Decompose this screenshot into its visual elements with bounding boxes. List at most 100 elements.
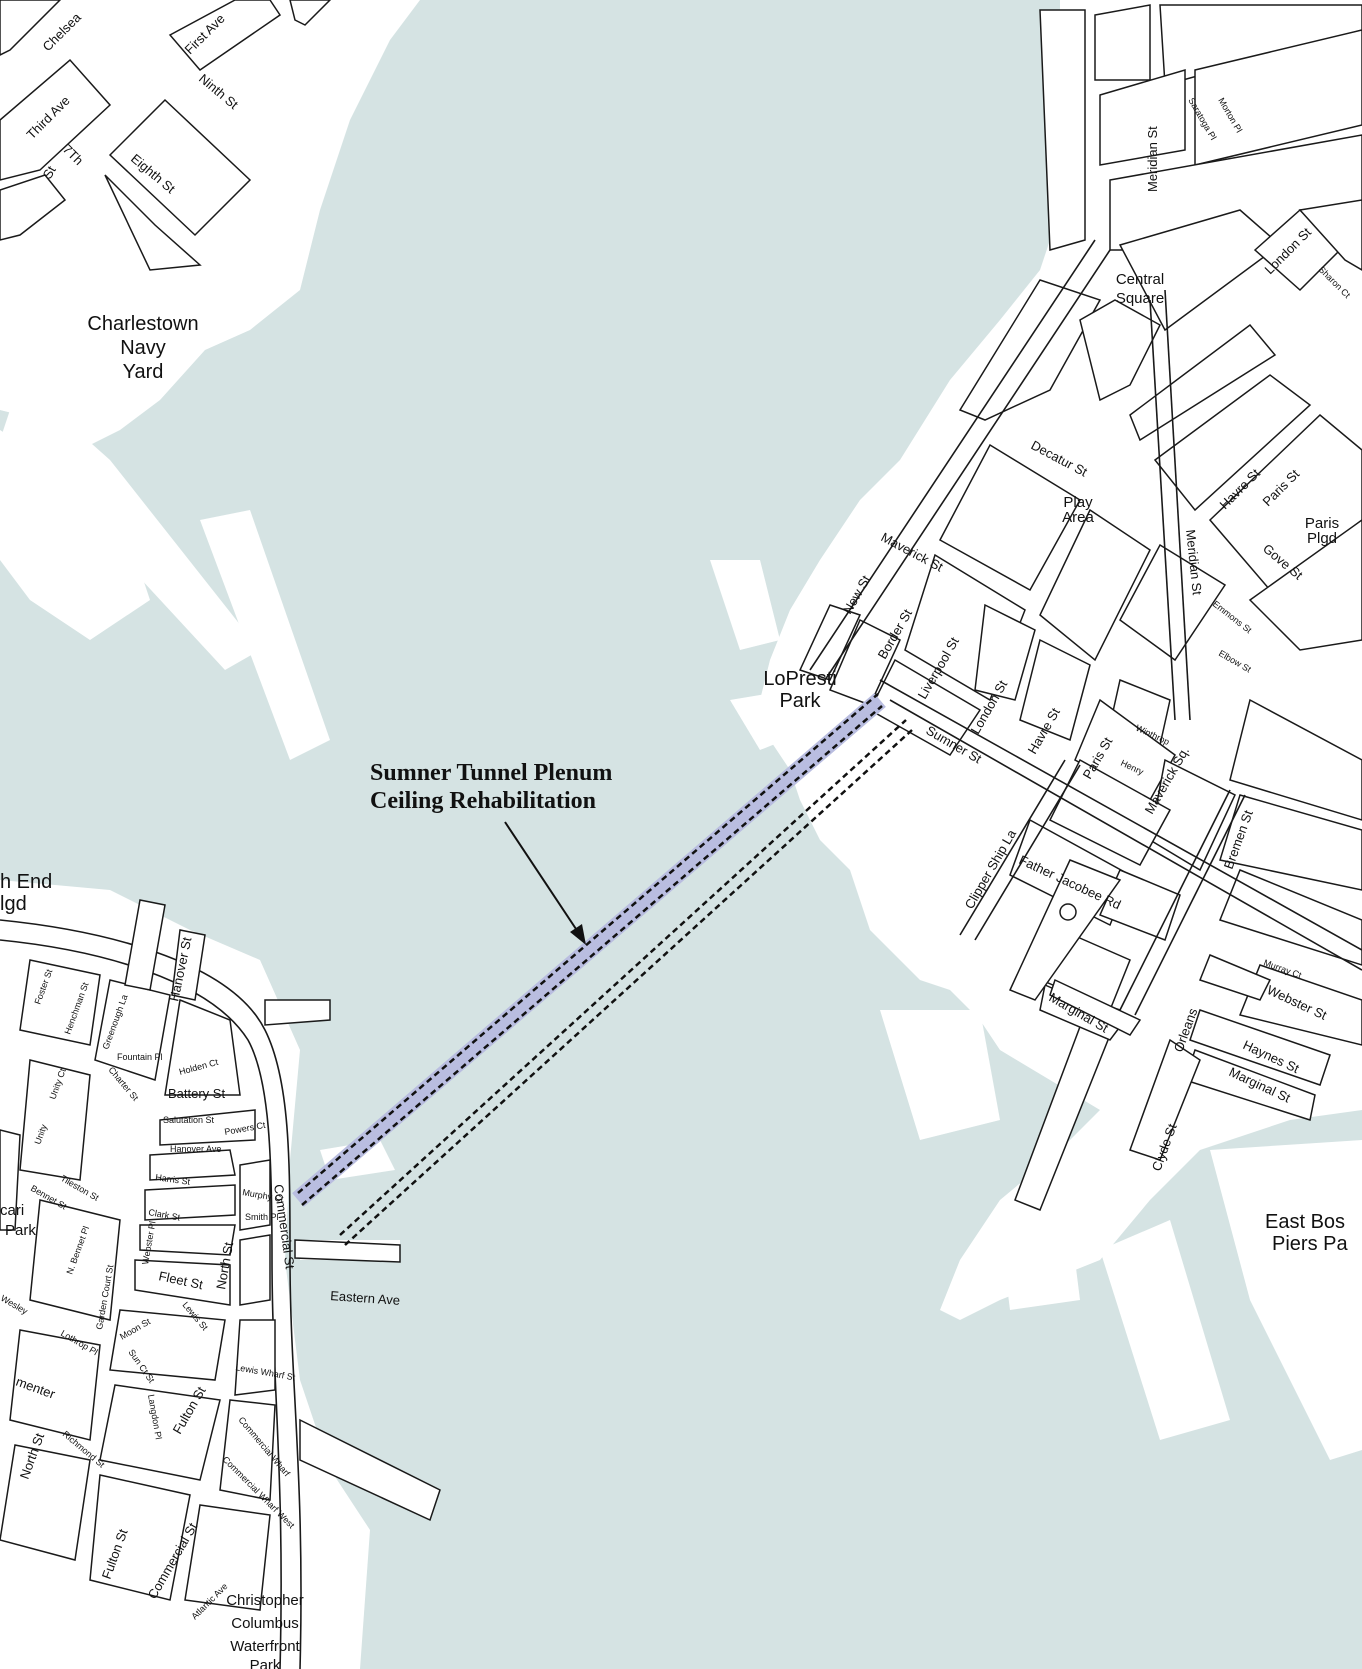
eb-block-37: [1199, 954, 1272, 1001]
ne-block-08: [134, 1259, 231, 1306]
ne-block-03: [164, 998, 241, 1096]
charlestown-pier-1: [0, 430, 150, 640]
charlestown-label-2: Navy: [120, 337, 166, 359]
callout-line-1: Sumner Tunnel Plenum: [370, 760, 612, 786]
sumner-st-line: [889, 699, 1362, 971]
ne-block-05: [149, 1149, 236, 1181]
lopresti-label-2: Park: [779, 690, 821, 712]
callahan-tunnel-dash-1: [339, 719, 907, 1236]
ne-block-24: [299, 1418, 441, 1522]
ne-block-18: [9, 1329, 101, 1441]
eb-block-20: [869, 658, 982, 756]
ne-block-19: [0, 1444, 91, 1561]
north-end-streets: [0, 899, 441, 1669]
east-boston-piers-label-1: East Bos: [1265, 1211, 1345, 1233]
ne-block-14: [0, 1129, 21, 1231]
eb-block-24: [1019, 638, 1091, 742]
eb-block-42: [1008, 859, 1122, 1001]
callout-arrow-head: [570, 924, 586, 945]
eb-block-03: [1099, 68, 1186, 166]
charlestown-block-2: [104, 174, 202, 271]
lopresti-label-1: LoPresti: [763, 668, 836, 690]
east-marginal-line: [1119, 789, 1231, 1011]
eb-block-30: [1048, 758, 1172, 866]
ne-block-10: [239, 1234, 271, 1306]
callout-arrow-shaft: [504, 821, 581, 936]
father-jacobee-cul-de-sac: [1059, 903, 1077, 921]
eb-block-06: [1039, 9, 1086, 251]
eb-block-09: [1298, 199, 1362, 271]
label-meridian-st-top: Meridian St: [1145, 126, 1160, 192]
columbus-park-label-1: Christopher: [226, 1592, 304, 1609]
eb-block-33: [1219, 869, 1362, 966]
ne-block-11: [109, 1309, 226, 1381]
new-st-line-2: [809, 239, 1096, 671]
charlestown-land: [0, 0, 420, 450]
sumner-tunnel: [292, 693, 913, 1246]
eb-block-18: [1039, 508, 1151, 662]
lopresti-jetty-1: [710, 560, 780, 650]
central-square-label-2: Square: [1116, 290, 1164, 307]
ne-block-15: [29, 1199, 121, 1321]
eb-block-13: [1153, 374, 1312, 512]
ne-block-26: [264, 999, 331, 1026]
callahan-tunnel-dash-2: [344, 729, 913, 1246]
central-square-label-1: Central: [1116, 271, 1164, 288]
place-labels: Charlestown Navy Yard LoPresti Park h En…: [0, 271, 1348, 1669]
ne-block-23: [171, 929, 206, 1001]
new-st-line: [824, 249, 1111, 681]
marginal-st-w-strip: [1049, 978, 1142, 1036]
commercial-st-curve: [0, 919, 302, 1669]
play-area-label-2: Area: [1062, 509, 1094, 526]
commercial-st-curve-2: [0, 939, 282, 1669]
ne-block-16: [99, 1384, 221, 1481]
play-area-label-1: Play: [1063, 494, 1093, 511]
eb-block-23: [974, 603, 1036, 701]
charlestown-label-1: Charlestown: [87, 313, 198, 335]
tunnel-dash-1: [297, 693, 879, 1194]
charlestown-block-7: [289, 0, 332, 26]
callout-line-2: Ceiling Rehabilitation: [370, 788, 596, 814]
label-fountain-pl: Fountain Pl: [117, 1052, 163, 1062]
columbus-park-label-2: Columbus: [231, 1615, 299, 1632]
ne-block-20: [89, 1474, 191, 1601]
ne-block-07: [139, 1224, 236, 1256]
charlestown-block-5: [168, 0, 282, 71]
eb-block-15: [1248, 519, 1362, 651]
paris-plgd-label-1: Paris: [1305, 515, 1339, 532]
east-marginal-line-2: [1134, 794, 1246, 1016]
tunnel-dash-2: [301, 705, 883, 1206]
charlestown-pier-2: [0, 380, 260, 670]
eb-block-34: [1238, 964, 1362, 1046]
label-battery-st: Battery St: [168, 1086, 225, 1101]
eb-block-10: [958, 279, 1102, 421]
label-eastern-ave: Eastern Ave: [330, 1288, 401, 1308]
east-boston-pier-e: [880, 1010, 1000, 1140]
lopresti-jetty-2: [730, 690, 810, 750]
sumner-st-line-2: [879, 679, 1362, 951]
charlestown-pier-3: [200, 510, 330, 760]
charlestown-block-6: [0, 0, 62, 56]
cari-park-label-1: cari: [0, 1202, 24, 1219]
paris-plgd-label-2: Plgd: [1307, 530, 1337, 547]
charlestown-block-4: [0, 174, 67, 241]
ne-block-21: [184, 1504, 271, 1611]
charlestown-block-1: [108, 98, 252, 237]
eb-block-38: [1129, 1038, 1201, 1161]
ne-block-04: [159, 1109, 256, 1146]
charlestown-streets: [0, 0, 332, 271]
eb-block-17: [938, 443, 1082, 592]
eb-block-01: [1094, 4, 1151, 81]
cari-park-label-2: Park: [5, 1222, 36, 1239]
charlestown-label-3: Yard: [123, 361, 164, 383]
eb-block-28: [1229, 698, 1362, 821]
label-harris-st: Harris St: [155, 1172, 192, 1187]
ne-block-17: [219, 1399, 276, 1501]
ne-block-22: [124, 899, 166, 991]
label-smith-pl: Smith Pl: [245, 1212, 279, 1222]
columbus-park-label-3: Waterfront: [230, 1638, 300, 1655]
north-end-label-1: h End: [0, 871, 52, 893]
east-boston-pier-b: [1210, 1140, 1362, 1460]
callout: Sumner Tunnel Plenum Ceiling Rehabilitat…: [370, 760, 612, 945]
